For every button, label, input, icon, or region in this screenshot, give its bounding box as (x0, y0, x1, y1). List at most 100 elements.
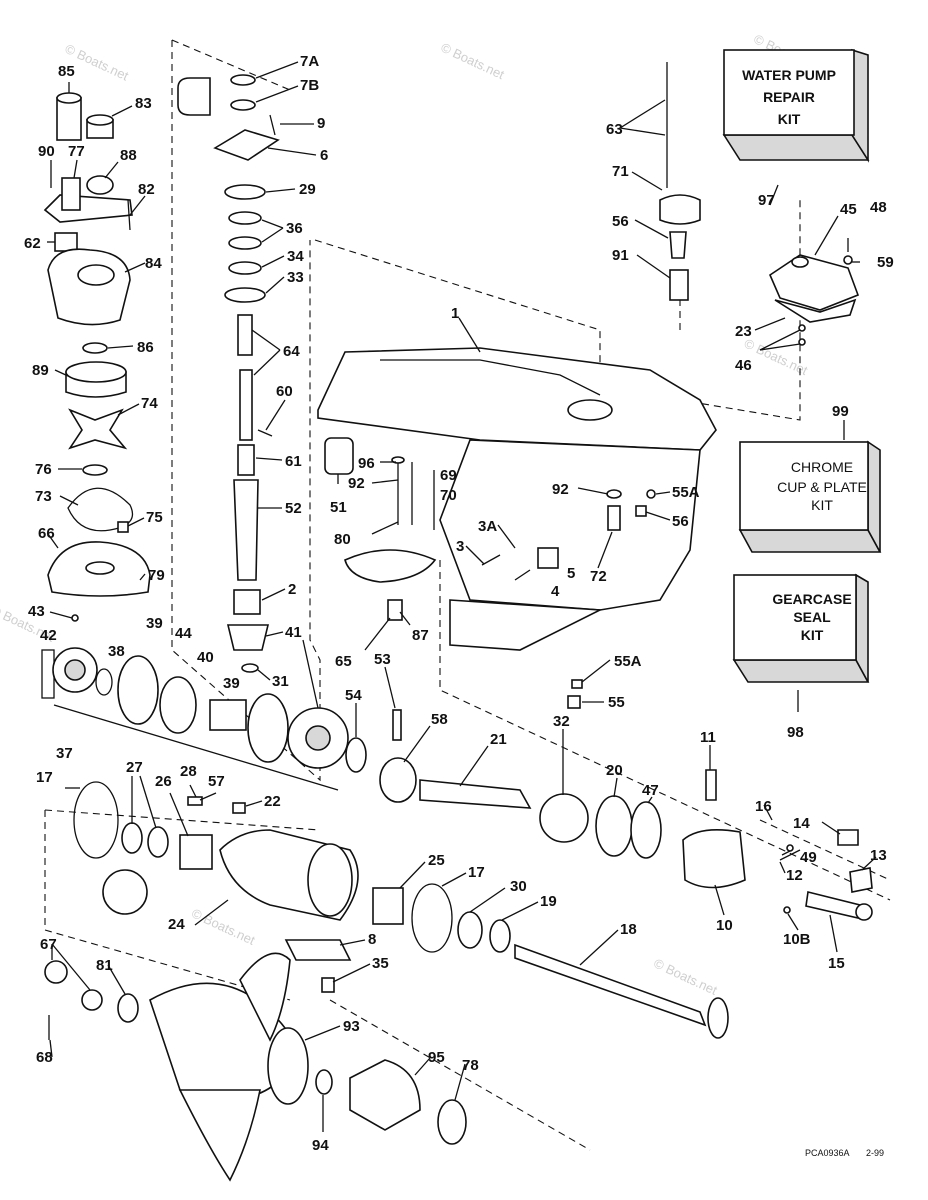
callout-label: 34 (287, 248, 304, 265)
callout-label: 94 (312, 1137, 329, 1154)
callout-label: 17 (36, 769, 53, 786)
callout-label: 91 (612, 247, 629, 264)
callout-label: 22 (264, 793, 281, 810)
part-41-pinion (226, 624, 270, 651)
part-5-block (537, 547, 559, 569)
part-88-grommet (86, 175, 114, 195)
callout-label: 45 (840, 201, 857, 218)
part-7-clip (177, 77, 211, 116)
callout-labels: 85 83 90 77 88 82 62 84 86 89 74 76 73 7… (24, 53, 894, 1154)
callout-label: 42 (40, 627, 57, 644)
callout-label: 72 (590, 568, 607, 585)
part-32-gear (539, 793, 589, 843)
part-58-clutch (379, 757, 417, 803)
kit-box-gearcase: GEARCASE SEAL KIT (732, 573, 870, 683)
part-73-gasket (67, 487, 134, 532)
part-83-top (86, 114, 114, 126)
callout-label: 36 (286, 220, 303, 237)
part-21-shaft (419, 779, 532, 809)
kit-box-water-pump: WATER PUMP REPAIR KIT (722, 48, 870, 163)
part-60-pin (257, 429, 273, 437)
part-35-screw (321, 977, 335, 993)
part-52-shaft-lower (233, 479, 259, 581)
callout-label: 90 (38, 143, 55, 160)
part-18-spline (707, 997, 729, 1039)
bracket-37 (41, 649, 55, 699)
callout-label: 18 (620, 921, 637, 938)
part-78-washer (437, 1099, 467, 1145)
callout-label: 44 (175, 625, 192, 642)
part-56-boot (669, 231, 687, 259)
callout-label: 54 (345, 687, 362, 704)
part-46-oring (798, 324, 806, 332)
callout-label: 39 (146, 615, 163, 632)
callout-label: 97 (758, 192, 775, 209)
part-64-shaft (239, 369, 253, 441)
callout-label: 68 (36, 1049, 53, 1066)
part-18-propshaft (514, 943, 707, 1027)
part-55a-washer (646, 489, 656, 499)
callout-label: 12 (786, 867, 803, 884)
part-93-prop-blade-c (239, 952, 291, 1042)
part-40-bearing (209, 699, 247, 731)
watermark: © Boats.net (189, 906, 257, 949)
callout-label: 16 (755, 798, 772, 815)
kit-line: REPAIR (763, 89, 815, 105)
part-85-top (56, 92, 82, 104)
part-27b-seal (147, 826, 169, 858)
callout-label: 86 (137, 339, 154, 356)
callout-label: 84 (145, 255, 162, 272)
part-53-pin (392, 709, 402, 741)
callout-label: 93 (343, 1018, 360, 1035)
part-36-washer (228, 211, 262, 225)
diagram-date: 2-99 (866, 1148, 884, 1158)
part-47-washer (630, 801, 662, 859)
callout-label: 39 (223, 675, 240, 692)
gearcase-box (733, 574, 857, 661)
part-86-ring (82, 342, 108, 354)
part-41-hub (305, 725, 331, 751)
part-46b-oring (798, 338, 806, 346)
callout-label: 21 (490, 731, 507, 748)
callout-label: 74 (141, 395, 158, 412)
callout-label: 73 (35, 488, 52, 505)
part-27-seal (121, 822, 143, 854)
callout-label: 71 (612, 163, 629, 180)
water-pump-box (723, 49, 855, 136)
part-72-fitting (607, 505, 621, 531)
part-17-oring (73, 781, 119, 859)
callout-label: 26 (155, 773, 172, 790)
kit-line: CHROME (791, 459, 853, 475)
part-55a2-washer (571, 679, 583, 689)
callout-label: 99 (832, 403, 849, 420)
propeller-parts (44, 952, 467, 1182)
callout-label: 83 (135, 95, 152, 112)
part-67-nut (44, 960, 68, 984)
shift-rod-parts (659, 62, 860, 346)
part-9-screw (269, 114, 276, 136)
part-67b-washer (81, 989, 103, 1011)
part-20-shim (595, 795, 633, 857)
callout-label: 27 (126, 759, 143, 776)
callout-label: 67 (40, 936, 57, 953)
part-49-ball (786, 844, 794, 852)
watermark: © Boats.net (439, 40, 507, 83)
part-1-skeg (449, 599, 603, 651)
part-1-housing-body (439, 439, 701, 611)
part-45-plate (768, 254, 860, 311)
callout-label: 3 (456, 538, 464, 555)
callout-label: 62 (24, 235, 41, 252)
housing-bore (567, 399, 613, 421)
callout-label: 13 (870, 847, 887, 864)
callout-label: 70 (440, 487, 457, 504)
part-76-ring (82, 464, 108, 476)
kit-line: CUP & PLATE (777, 479, 867, 495)
part-87-screw (387, 599, 403, 621)
part-33-bearing (224, 287, 266, 303)
callout-label: 29 (299, 181, 316, 198)
callout-label: 46 (735, 357, 752, 374)
part-14-lever (837, 829, 859, 846)
kit-line: KIT (801, 627, 824, 643)
callout-label: 43 (28, 603, 45, 620)
part-17b-oring (411, 883, 453, 953)
